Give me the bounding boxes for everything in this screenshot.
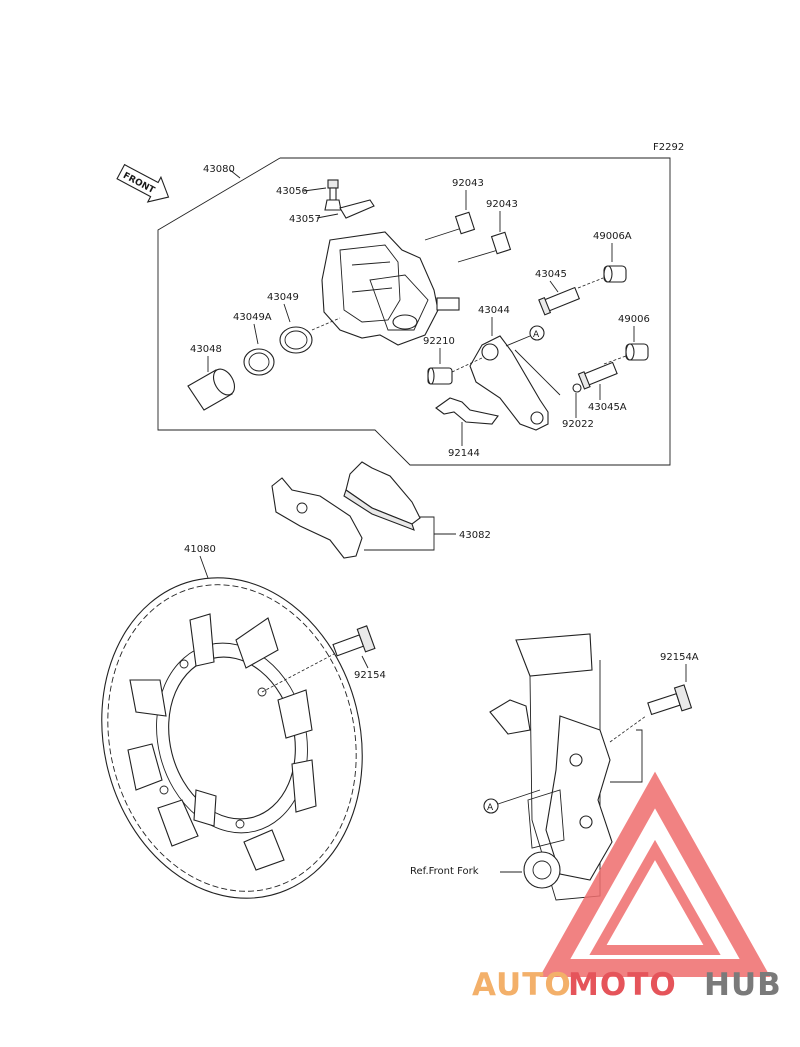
caliper-assembly-outline xyxy=(157,157,671,466)
bushing-a-part xyxy=(603,265,627,283)
caliper-bolt-part xyxy=(647,684,693,716)
bushing-part xyxy=(625,343,649,361)
leader-bolt-a xyxy=(549,280,559,293)
label-piston: 43048 xyxy=(190,344,222,355)
dash-sleeve xyxy=(451,357,483,373)
label-pin-upper: 92043 xyxy=(452,178,484,189)
leader-piston-seal xyxy=(283,303,291,323)
watermark-text: AUTO MOTO HUB xyxy=(472,967,782,1003)
label-bolt-b: 43045A xyxy=(588,402,627,413)
disc-bolt-part xyxy=(332,625,376,657)
pin-lower-part xyxy=(457,231,512,263)
label-caliper-bolt: 92154A xyxy=(660,652,699,663)
label-disc-bolt: 92154 xyxy=(354,670,386,681)
dash-disc-bolt xyxy=(261,653,335,693)
label-bracket: 43044 xyxy=(478,305,510,316)
label-caliper-assy: 43080 xyxy=(203,164,235,175)
label-bolt-a: 43045 xyxy=(535,269,567,280)
watermark-hub: HUB xyxy=(704,967,782,1003)
leader-piston-seal-dust xyxy=(253,323,259,345)
label-bushing-a: 49006A xyxy=(593,231,632,242)
marker-a-upper-text: A xyxy=(533,330,540,340)
label-boot-ring: 92022 xyxy=(562,419,594,430)
label-pad-set: 43082 xyxy=(459,530,491,541)
bolt-a-part xyxy=(538,286,581,316)
label-spring: 92144 xyxy=(448,448,480,459)
pin-upper-part xyxy=(424,211,476,241)
label-piston-seal: 43049 xyxy=(267,292,299,303)
label-bleeder-valve: 43056 xyxy=(276,186,308,197)
label-disc: 41080 xyxy=(184,544,216,555)
spring-part xyxy=(435,397,499,425)
figure-code: F2292 xyxy=(653,142,684,153)
brake-disc-part xyxy=(101,577,363,899)
label-bleeder-cap: 43057 xyxy=(289,214,321,225)
leader-marker-a-upper xyxy=(505,335,531,347)
watermark-logo-icon xyxy=(539,771,771,977)
ref-front-fork-label: Ref.Front Fork xyxy=(410,866,479,877)
piston-part xyxy=(187,368,236,411)
leader-bleeder-cap xyxy=(316,213,339,219)
leader-marker-a-fork xyxy=(497,789,541,805)
leader-pad-set xyxy=(364,516,435,551)
leader-caliper-assy xyxy=(229,169,241,179)
dash-caliper-bolt xyxy=(609,715,647,743)
label-sleeve: 92210 xyxy=(423,336,455,347)
marker-a-upper: A xyxy=(529,325,545,341)
watermark-moto: MOTO xyxy=(568,967,677,1003)
bleeder-cap-part xyxy=(339,199,375,219)
watermark-auto: AUTO xyxy=(472,967,572,1003)
dash-bolt-a xyxy=(577,277,604,289)
label-piston-seal-dust: 43049A xyxy=(233,312,272,323)
bolt-b-part xyxy=(577,361,618,390)
boot-ring-part xyxy=(572,383,582,393)
pad-inner-part xyxy=(271,477,363,559)
front-fork-part xyxy=(489,633,613,901)
marker-a-fork-text: A xyxy=(487,803,494,813)
dash-bushing xyxy=(603,355,627,365)
sleeve-part xyxy=(427,367,453,385)
label-pin-lower: 92043 xyxy=(486,199,518,210)
leader-marker-a-lower xyxy=(514,349,561,396)
pad-outer-part xyxy=(343,461,421,531)
dash-pistons xyxy=(311,317,341,331)
leader-bleeder-valve xyxy=(303,187,327,192)
bleeder-valve-part xyxy=(324,179,342,211)
caliper-body-part xyxy=(321,231,460,346)
leader-disc-bolt xyxy=(361,655,369,669)
label-bushing: 49006 xyxy=(618,314,650,325)
leader-caliper-bolt-bracket xyxy=(610,729,643,783)
front-arrow-icon: FRONT xyxy=(116,163,170,203)
leader-disc xyxy=(199,555,209,579)
marker-a-fork: A xyxy=(483,798,499,814)
